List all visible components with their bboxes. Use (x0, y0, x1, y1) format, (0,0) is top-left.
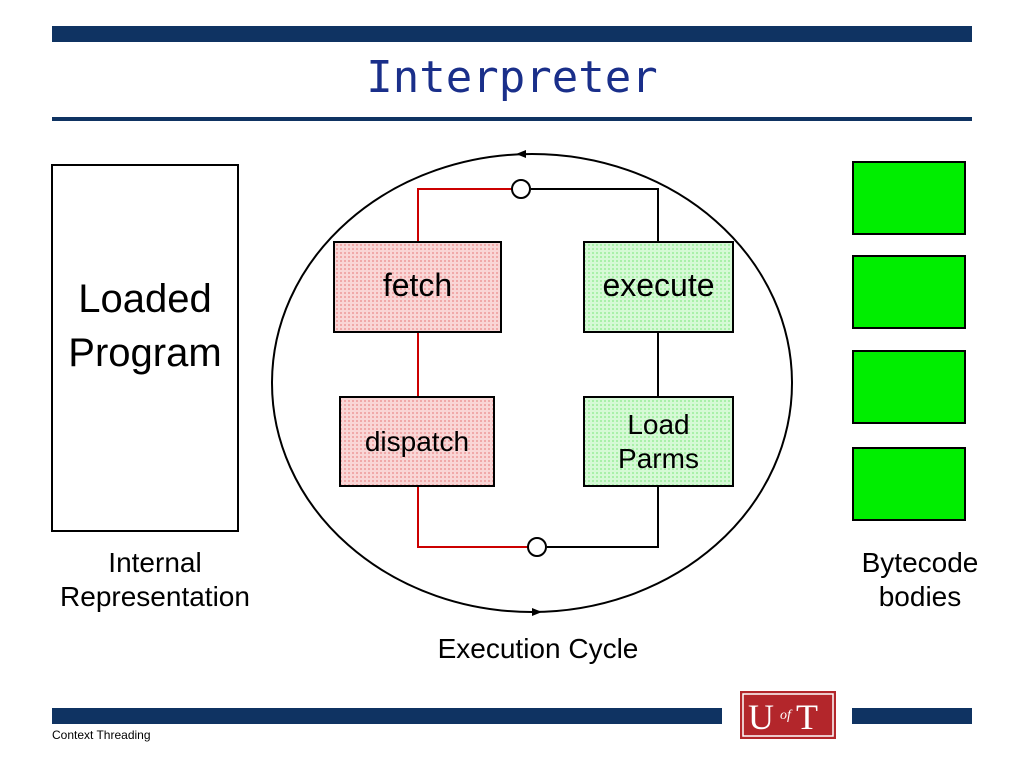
fetch-label: fetch (382, 266, 453, 303)
switch-node-top (511, 179, 531, 199)
uoft-logo: U of T (740, 691, 836, 739)
bytecode-body-3 (852, 350, 966, 424)
footer-bar-left (52, 708, 722, 724)
uoft-logo-graphic: U of T (740, 691, 836, 739)
load-parms-line2: Parms (618, 442, 699, 474)
logo-t: T (796, 697, 818, 737)
page-title: Interpreter (366, 52, 658, 103)
switch-node-bottom (527, 537, 547, 557)
logo-u: U (748, 697, 774, 737)
cycle-arrow-bottom (532, 608, 542, 616)
execute-box (583, 241, 734, 333)
load-parms-label: Load Parms (584, 397, 733, 486)
loaded-program-label: Loaded Program (51, 272, 239, 380)
dispatch-label: dispatch (364, 425, 470, 457)
header-bar (52, 26, 972, 42)
internal-representation-caption: Internal Representation (30, 546, 280, 614)
title-rule (52, 117, 972, 121)
caption-left-line2: Representation (60, 581, 250, 612)
loaded-program-line2: Program (68, 331, 222, 375)
black-path-top (531, 188, 659, 242)
caption-left-line1: Internal (108, 547, 202, 578)
footer-text: Context Threading (52, 728, 151, 742)
bytecode-body-2 (852, 255, 966, 329)
black-path-bottom (547, 486, 659, 548)
footer-bar-right (852, 708, 972, 724)
fetch-box (333, 241, 502, 333)
bytecode-body-1 (852, 161, 966, 235)
execution-cycle-caption: Execution Cycle (437, 633, 639, 664)
loaded-program-line1: Loaded (78, 277, 212, 321)
caption-right-line2: bodies (878, 581, 962, 612)
load-parms-box (583, 396, 734, 487)
bytecode-bodies-caption: Bytecode bodies (830, 546, 1010, 614)
dispatch-box (339, 396, 495, 487)
caption-right-line1: Bytecode (861, 547, 979, 578)
bytecode-body-4 (852, 447, 966, 521)
execute-label: execute (602, 266, 715, 303)
red-path-bottom (417, 486, 528, 548)
logo-of: of (780, 708, 793, 723)
load-parms-line1: Load (627, 408, 690, 440)
cycle-arrow-top (516, 150, 526, 158)
loaded-program-box (51, 164, 239, 532)
red-path-top (417, 188, 512, 242)
